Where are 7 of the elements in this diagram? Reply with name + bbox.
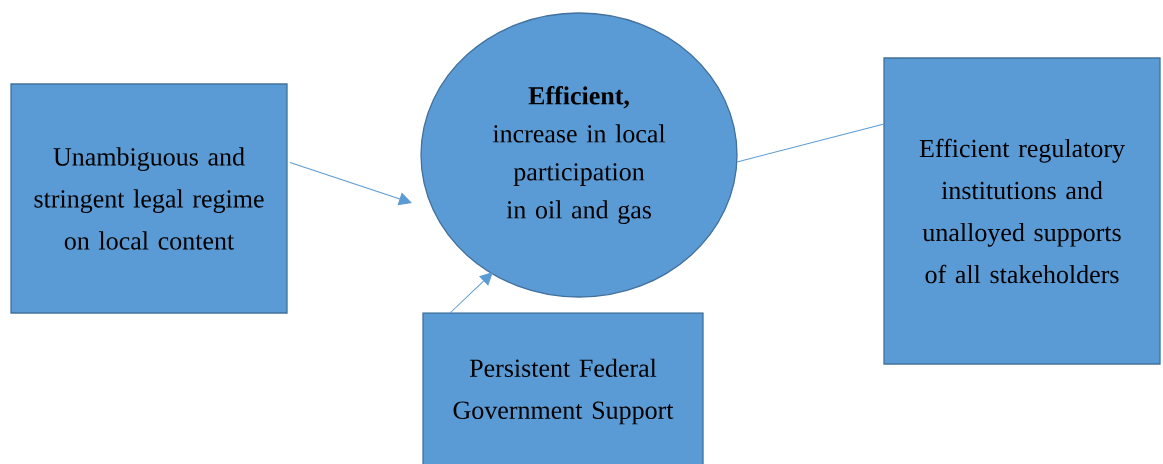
text-box: Unambiguous and stringent legal regime on local content (10, 83, 288, 314)
connector-line (736, 123, 885, 163)
ellipse-node: Efficient, increase in local participation in oil and gas (420, 12, 738, 298)
text-box: Persistent Federal Government Support (422, 312, 704, 464)
arrow (289, 162, 412, 206)
arrow (449, 272, 493, 314)
text-box: Efficient regulatory institutions and unalloyed supports of all stakeholders (883, 57, 1161, 365)
